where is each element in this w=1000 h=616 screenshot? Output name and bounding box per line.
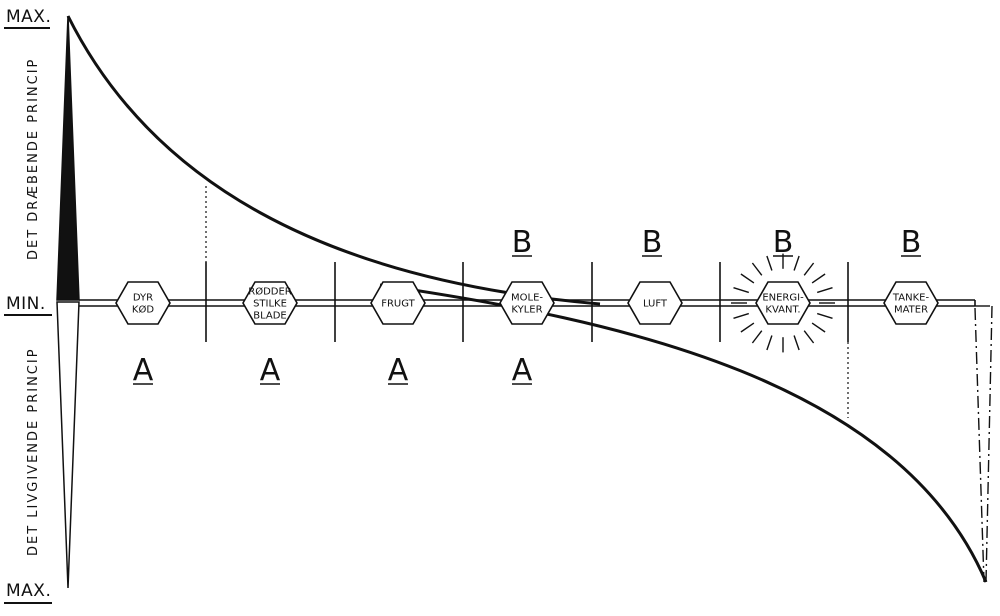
energy-ray bbox=[803, 262, 815, 276]
stage-node: LUFT bbox=[627, 281, 683, 325]
stage-label-line: FRUGT bbox=[381, 299, 415, 310]
energy-ray bbox=[733, 287, 750, 294]
stage-label-line: RØDDER bbox=[248, 286, 292, 298]
group-letter-a: A bbox=[260, 353, 281, 388]
stage-hexagon bbox=[755, 281, 811, 325]
energy-ray bbox=[740, 273, 755, 284]
side-label-upper: DET DRÆBENDE PRINCIP bbox=[26, 58, 41, 260]
stage-label-line: MATER bbox=[894, 305, 928, 316]
energy-ray bbox=[811, 322, 826, 333]
stage-label-line: KVANT. bbox=[765, 305, 800, 316]
stage-label-line: KØD bbox=[132, 304, 154, 316]
stage-node: MOLE-KYLER bbox=[499, 281, 555, 325]
stage-node: TANKE-MATER bbox=[883, 281, 939, 325]
stage-hexagon bbox=[883, 281, 939, 325]
side-label-lower: DET LIVGIVENDE PRINCIP bbox=[26, 347, 41, 556]
stage-label-line: BLADE bbox=[253, 311, 287, 322]
energy-ray bbox=[751, 330, 763, 344]
energy-ray bbox=[733, 312, 750, 319]
end-dashdot-right bbox=[985, 305, 993, 583]
energy-ray bbox=[803, 330, 815, 344]
killing-wedge bbox=[56, 15, 80, 301]
group-letters: A A A A B B B B bbox=[133, 225, 922, 388]
stage-node: ENERGI-KVANT. bbox=[731, 253, 835, 353]
end-dashdot-left bbox=[974, 307, 985, 583]
group-letter-a: A bbox=[512, 353, 533, 388]
energy-ray bbox=[816, 312, 833, 319]
life-giving-curve bbox=[379, 283, 988, 583]
energy-ray bbox=[793, 335, 800, 351]
energy-ray bbox=[751, 262, 763, 276]
group-letter-a: A bbox=[388, 353, 409, 388]
group-letter-b: B bbox=[901, 225, 922, 260]
stage-label-line: ENERGI- bbox=[762, 293, 804, 304]
stage-hexagon bbox=[370, 281, 426, 325]
group-letter-b: B bbox=[642, 225, 663, 260]
killing-curve bbox=[66, 15, 601, 306]
stage-hexagon bbox=[627, 281, 683, 325]
stage-label-line: STILKE bbox=[253, 299, 287, 310]
stage-label-line: KYLER bbox=[511, 305, 542, 316]
stage-hexagon bbox=[242, 281, 298, 325]
group-letter-b: B bbox=[512, 225, 533, 260]
axis-mid-label: MIN. bbox=[6, 294, 46, 314]
energy-ray bbox=[766, 255, 773, 271]
group-letter-b: B bbox=[773, 225, 794, 260]
energy-rays bbox=[731, 253, 835, 353]
stage-label-line: LUFT bbox=[643, 299, 668, 310]
axis-top-label: MAX. bbox=[6, 7, 51, 27]
energy-ray bbox=[793, 255, 800, 271]
energy-ray bbox=[766, 335, 773, 351]
energy-ray bbox=[740, 322, 755, 333]
stage-hexagon bbox=[499, 281, 555, 325]
life-giving-wedge bbox=[56, 301, 80, 589]
stage-node: FRUGT bbox=[370, 281, 426, 325]
stage-label-line: MOLE- bbox=[511, 293, 543, 304]
stage-hexagon bbox=[115, 281, 171, 325]
energy-ray bbox=[816, 287, 833, 294]
group-letter-a: A bbox=[133, 353, 154, 388]
stage-label-line: DYR bbox=[133, 293, 153, 304]
axis-bottom-label: MAX. bbox=[6, 581, 51, 601]
stage-label-line: TANKE- bbox=[892, 293, 930, 304]
energy-ray bbox=[811, 273, 826, 284]
